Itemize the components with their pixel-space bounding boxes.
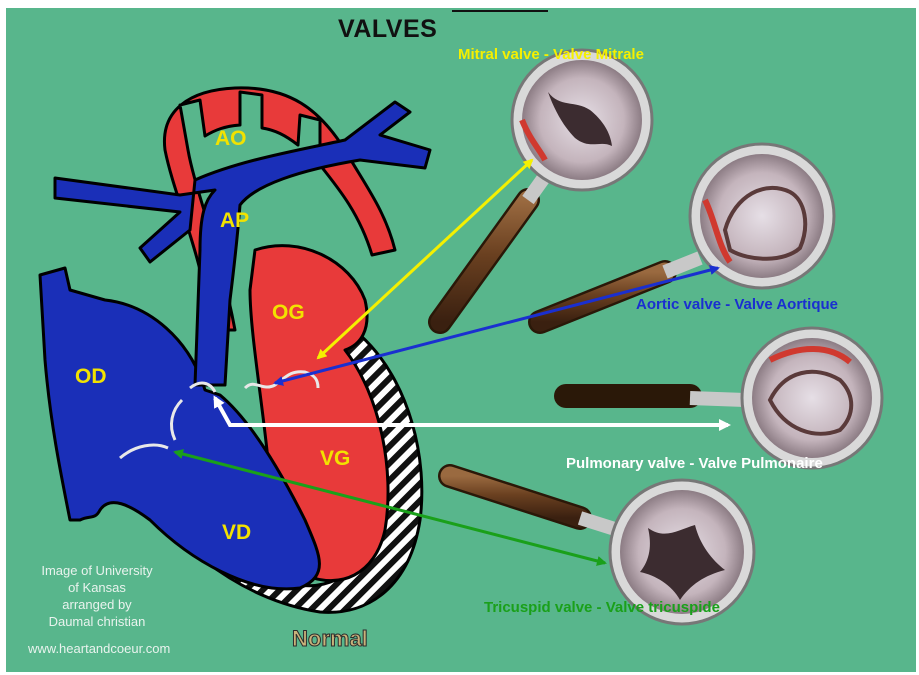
mitral-magnifier-handle-body (440, 200, 528, 322)
label-mitral-valve: Mitral valve - Valve Mitrale (458, 47, 644, 62)
aortic-magnifier-neck (665, 258, 700, 272)
label-ap: AP (220, 210, 249, 231)
title-overline (452, 10, 548, 12)
label-vg: VG (320, 448, 350, 469)
credit-line-3: arranged by (22, 596, 172, 613)
label-pulmonary-valve: Pulmonary valve - Valve Pulmonaire (566, 456, 823, 471)
label-ao: AO (215, 128, 247, 149)
website-credit: www.heartandcoeur.com (28, 640, 170, 657)
label-od: OD (75, 366, 107, 387)
credit-line-1: Image of University (22, 562, 172, 579)
credit-line-2: of Kansas (22, 579, 172, 596)
tricuspid-magnifier-handle-body (450, 476, 580, 518)
caption-normal: Normal (292, 628, 368, 650)
pulmonary-magnifier-neck (690, 398, 745, 400)
diagram-title: VALVES (338, 17, 437, 42)
label-vd: VD (222, 522, 251, 543)
label-og: OG (272, 302, 305, 323)
pulmonary-magnifier (566, 328, 882, 468)
image-credit: Image of University of Kansas arranged b… (22, 562, 172, 630)
credit-line-4: Daumal christian (22, 613, 172, 630)
label-aortic-valve: Aortic valve - Valve Aortique (636, 297, 838, 312)
label-tricuspid-valve: Tricuspid valve - Valve tricuspide (484, 600, 720, 615)
